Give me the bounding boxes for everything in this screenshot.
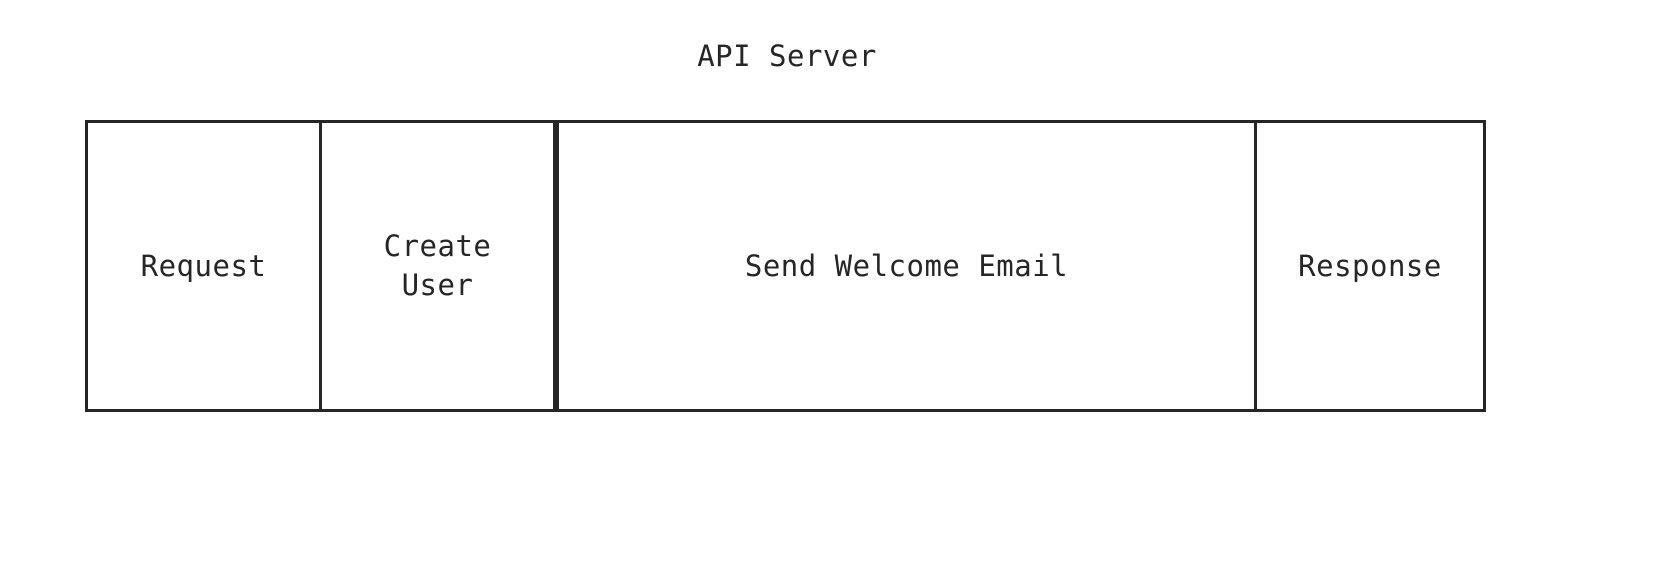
timeline-segment-send-welcome-email[interactable]: Send Welcome Email [553, 123, 1254, 409]
page-title: API Server [697, 39, 877, 73]
segment-label-response: Response [1298, 248, 1442, 283]
timeline-segment-response[interactable]: Response [1254, 123, 1483, 409]
timeline-segment-create-user[interactable]: Create User [319, 123, 553, 409]
timeline-segment-request[interactable]: Request [88, 123, 319, 409]
segment-label-create-user: Create User [383, 229, 492, 302]
segment-label-send-welcome-email: Send Welcome Email [744, 248, 1069, 283]
timeline-bar: Request Create User Send Welcome Email R… [85, 120, 1486, 412]
segment-label-request: Request [140, 248, 267, 283]
